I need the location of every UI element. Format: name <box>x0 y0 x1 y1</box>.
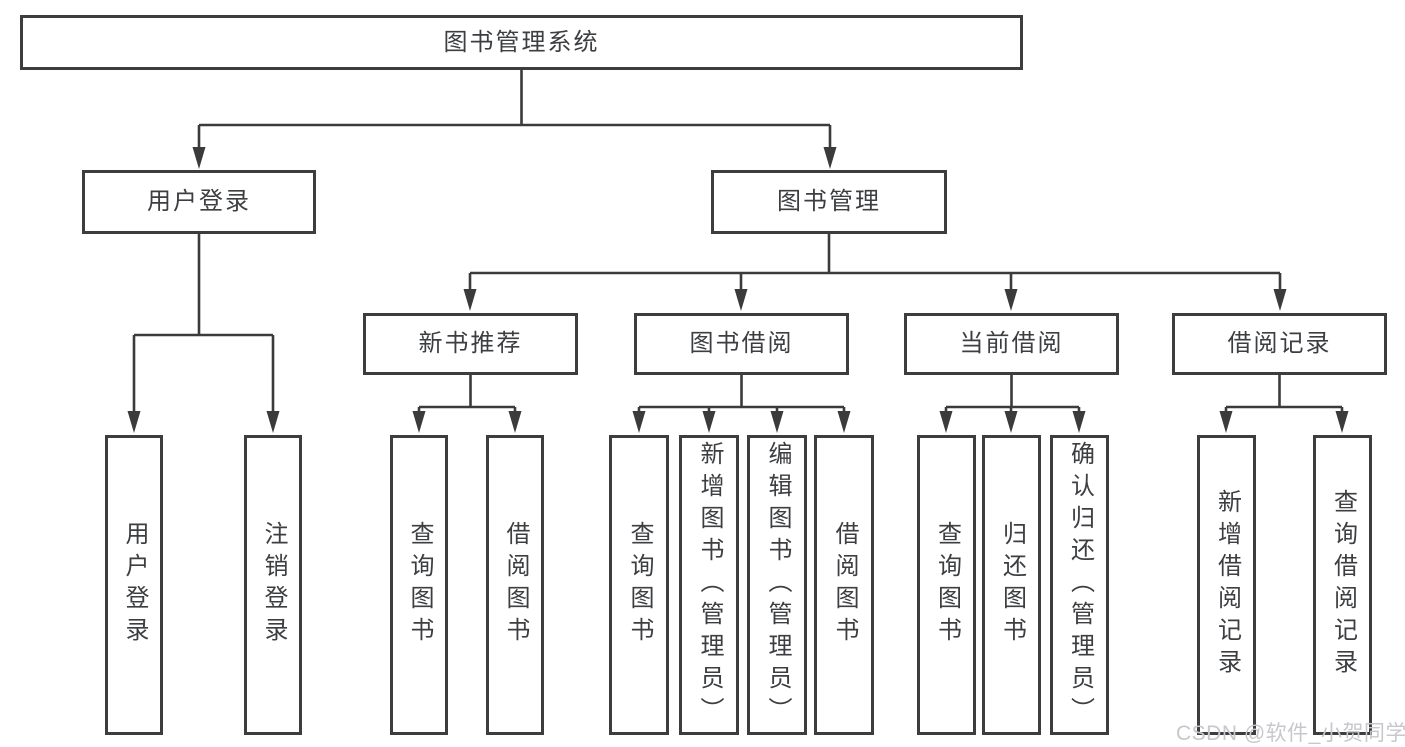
arrowhead <box>508 411 522 433</box>
arrowhead <box>823 147 837 169</box>
connector-book-management-to-groups <box>468 234 1282 291</box>
leaf-recommend-borrow-books: 借阅图书 <box>486 435 544 735</box>
node-label: 新增图书（管理员） <box>696 441 723 729</box>
node-label: 图书借阅 <box>689 330 794 357</box>
arrowhead <box>1004 411 1018 433</box>
arrowhead <box>632 411 646 433</box>
arrowhead <box>1004 289 1018 311</box>
node-label: 用户登录 <box>147 188 251 215</box>
node-library-management-system: 图书管理系统 <box>20 15 1023 70</box>
node-label: 新增借阅记录 <box>1213 489 1241 681</box>
leaf-records-query-borrow-record: 查询借阅记录 <box>1313 435 1372 735</box>
arrowhead <box>734 289 748 311</box>
arrowhead <box>702 411 716 433</box>
connector-book-borrowing-to-leaves <box>637 375 846 413</box>
node-label: 图书管理系统 <box>443 28 600 56</box>
arrowhead <box>1072 411 1086 433</box>
node-book-management: 图书管理 <box>711 170 947 234</box>
connector-current-borrowing-to-leaves <box>944 375 1081 413</box>
node-label: 查询图书 <box>406 521 433 649</box>
arrowhead <box>837 411 851 433</box>
arrowhead <box>266 411 280 433</box>
connector-user-login-to-leaves <box>132 234 275 413</box>
leaf-borrowing-query-books: 查询图书 <box>609 435 669 735</box>
leaf-recommend-query-books: 查询图书 <box>390 435 448 735</box>
node-new-book-recommend: 新书推荐 <box>363 313 578 375</box>
node-current-borrowing: 当前借阅 <box>904 313 1119 375</box>
connector-borrowing-records-to-leaves <box>1224 375 1344 413</box>
leaf-logout: 注销登录 <box>244 435 302 735</box>
leaf-current-query-books: 查询图书 <box>917 435 976 735</box>
leaf-borrowing-add-books-admin: 新增图书（管理员） <box>679 435 739 735</box>
node-label: 当前借阅 <box>959 330 1064 357</box>
arrowhead <box>939 411 953 433</box>
arrowhead <box>463 289 477 311</box>
arrowhead <box>192 147 206 169</box>
arrowhead <box>770 411 784 433</box>
leaf-borrowing-edit-books-admin: 编辑图书（管理员） <box>747 435 807 735</box>
arrowhead <box>412 411 426 433</box>
arrowhead <box>1335 411 1349 433</box>
connector-new-book-recommend-to-leaves <box>417 375 517 413</box>
node-label: 查询图书 <box>626 521 653 649</box>
node-book-borrowing: 图书借阅 <box>634 313 849 375</box>
leaf-borrowing-borrow-books: 借阅图书 <box>814 435 874 735</box>
node-label: 图书管理 <box>777 188 881 215</box>
leaf-current-return-books: 归还图书 <box>982 435 1041 735</box>
node-label: 新书推荐 <box>418 330 523 357</box>
node-borrowing-records: 借阅记录 <box>1172 313 1387 375</box>
node-label: 借阅图书 <box>831 521 858 649</box>
node-label: 归还图书 <box>998 521 1026 649</box>
csdn-watermark: CSDN @软件_小贺同学 <box>1176 722 1405 745</box>
leaf-records-add-borrow-record: 新增借阅记录 <box>1197 435 1256 735</box>
node-label: 用户登录 <box>121 521 148 649</box>
node-label: 查询借阅记录 <box>1329 489 1357 681</box>
node-label: 借阅图书 <box>502 521 529 649</box>
connector-root-to-level2 <box>197 70 832 149</box>
node-label: 注销登录 <box>260 521 287 649</box>
node-user-login: 用户登录 <box>82 170 316 234</box>
node-label: 编辑图书（管理员） <box>764 441 791 729</box>
leaf-current-confirm-return-admin: 确认归还（管理员） <box>1050 435 1109 735</box>
leaf-user-login: 用户登录 <box>105 435 163 735</box>
arrowhead <box>1219 411 1233 433</box>
node-label: 查询图书 <box>933 521 961 649</box>
node-label: 借阅记录 <box>1227 330 1332 357</box>
arrowhead <box>1273 289 1287 311</box>
node-label: 确认归还（管理员） <box>1066 441 1094 729</box>
arrowhead <box>127 411 141 433</box>
